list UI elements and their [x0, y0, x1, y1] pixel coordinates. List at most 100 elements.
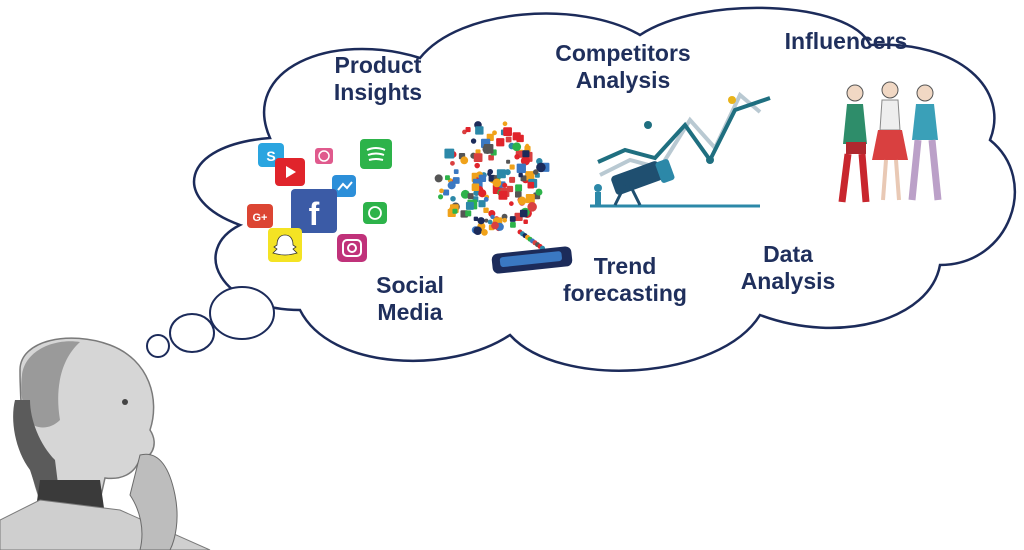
mini-icon-dot	[450, 160, 455, 166]
mini-icon-dot	[535, 188, 543, 196]
mini-icon-dot	[475, 126, 484, 135]
mini-icon-dot	[503, 127, 512, 137]
mini-icon-dot	[450, 195, 456, 202]
mini-icon-dot	[473, 216, 479, 222]
spotify-icon	[360, 139, 392, 169]
mini-icon-dot	[474, 162, 480, 169]
smartphone-icon	[491, 246, 573, 274]
mini-icon-dot	[487, 171, 492, 176]
mini-icon-dot	[525, 171, 535, 181]
mini-icon-dot	[509, 216, 516, 222]
mini-icon-dot	[490, 214, 495, 220]
mini-icon-dot	[484, 218, 489, 223]
mini-icon-dot	[491, 221, 499, 230]
mini-icon-dot	[506, 159, 511, 164]
mini-icon-dot	[522, 150, 530, 158]
mini-icon-dot	[509, 164, 515, 170]
mini-icon-dot	[502, 121, 508, 127]
influencer-figures	[838, 81, 942, 203]
bubble-medium	[169, 313, 215, 353]
mini-icon-dot	[510, 221, 516, 228]
label-line: Media	[377, 299, 443, 325]
youtube-icon	[275, 158, 305, 186]
mini-icon-dot	[473, 189, 480, 197]
mini-icon-dot	[502, 182, 508, 188]
mini-icon-dot	[487, 219, 493, 225]
bubble-large	[209, 286, 275, 340]
influencer-figure-3	[908, 84, 942, 201]
icon-speech-bubble	[434, 121, 550, 251]
telescope-icon	[611, 159, 675, 206]
mini-icon-dot	[465, 127, 471, 133]
label-line: Analysis	[575, 67, 671, 93]
svg-text:f: f	[309, 196, 320, 232]
label-social-media: Social Media	[350, 272, 470, 326]
trend-line-light	[599, 91, 762, 177]
mini-icon-dot	[443, 189, 450, 196]
whatsapp-icon	[363, 202, 387, 224]
mini-icon-dot	[502, 217, 508, 223]
mini-icon-dot	[533, 169, 539, 175]
competitor-trend-chart	[590, 91, 771, 208]
influencer-figure-2	[872, 81, 908, 201]
mini-icon-dot	[470, 138, 477, 144]
label-line: Insights	[333, 79, 423, 105]
facebook-icon: f	[291, 189, 337, 233]
mini-icon-dot	[467, 193, 474, 200]
mini-icon-dot	[439, 188, 444, 194]
mini-icon-dot	[501, 213, 508, 220]
mini-icon-dot	[465, 201, 474, 210]
mini-icon-dot	[509, 201, 514, 206]
mini-icon-dot	[483, 196, 489, 202]
mini-icon-dot	[444, 148, 455, 159]
social-app-icons: S f G+	[247, 139, 392, 262]
label-line: Product	[334, 52, 422, 78]
mini-icon-dot	[473, 153, 483, 162]
mini-icon-dot	[434, 174, 443, 183]
mini-icon-dot	[514, 154, 520, 160]
mini-icon-dot	[473, 226, 482, 235]
svg-text:G+: G+	[253, 212, 268, 224]
mini-icon-dot	[483, 207, 489, 214]
mini-icon-dot	[498, 190, 508, 200]
mini-icon-dot	[481, 229, 488, 236]
mini-icon-dot	[516, 163, 526, 173]
mini-icon-dot	[527, 202, 537, 212]
mini-icon-dot	[492, 178, 502, 188]
mini-icon-dot	[527, 181, 535, 189]
robot-head-illustration	[0, 337, 211, 550]
mini-icon-dot	[512, 142, 522, 152]
mini-icon-dot	[505, 136, 512, 143]
label-influencers: Influencers	[766, 28, 926, 55]
mini-icon-dot	[496, 169, 506, 179]
label-line: Social	[376, 272, 444, 298]
label-line: Influencers	[784, 28, 908, 54]
thought-bubble-small	[146, 286, 275, 358]
person-figure	[594, 184, 602, 205]
mini-icon-dot	[465, 210, 472, 217]
mini-icon-dot	[471, 183, 480, 191]
mini-icon-dot	[460, 156, 469, 165]
mini-icon-dot	[445, 175, 450, 181]
mini-icon-dot	[536, 162, 546, 173]
mini-icon-dot	[452, 177, 460, 184]
mini-icon-dot	[482, 144, 493, 155]
mini-icon-dot	[512, 132, 521, 141]
mini-icon-dot	[509, 176, 516, 183]
label-line: Data	[763, 241, 813, 267]
mini-icon-dot	[453, 169, 459, 174]
label-line: Trend	[593, 253, 657, 279]
mini-icon-dot	[519, 209, 528, 218]
trend-line-dark	[597, 96, 771, 164]
mini-icon-dot	[488, 174, 496, 182]
mini-icon-dot	[515, 184, 523, 192]
mini-icon-dot	[515, 190, 522, 198]
mini-icon-dot	[523, 219, 528, 225]
label-data-analysis: Data Analysis	[723, 241, 853, 295]
mini-icon-dot	[488, 154, 494, 161]
snapchat-icon	[268, 228, 302, 262]
mini-icon-dot	[460, 189, 470, 199]
mini-icon-dot	[478, 174, 487, 183]
mini-icon-dot	[496, 138, 505, 147]
